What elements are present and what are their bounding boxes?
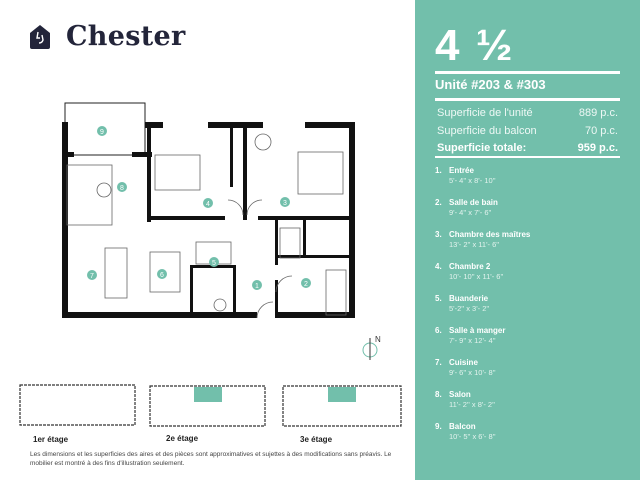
room-marker: 4	[206, 201, 210, 208]
compass-label: N	[375, 335, 381, 344]
building-keyplans	[19, 384, 402, 427]
compass-icon: N	[362, 335, 381, 360]
room-marker: 6	[160, 272, 164, 279]
room-marker: 8	[120, 185, 124, 192]
unit-info-panel: 4 ½ Unité #203 & #303 Superficie de l'un…	[415, 0, 640, 480]
unit-title: Unité #203 & #303	[435, 77, 546, 92]
room-markers: 1 2 3 4 5 6 7 8 9	[87, 126, 311, 290]
brand-name: Chester	[66, 21, 186, 52]
room-marker: 2	[304, 281, 308, 288]
floor-label-2: 2e étage	[166, 434, 199, 443]
furniture	[66, 133, 347, 319]
room-marker: 5	[212, 260, 216, 267]
floor-label-1: 1er étage	[33, 435, 69, 444]
unit-highlight-3	[328, 387, 356, 402]
disclaimer: Les dimensions et les superficies des ai…	[30, 451, 392, 467]
floor-plan: 1 2 3 4 5 6 7 8 9 N	[19, 102, 402, 427]
house-logo-icon	[30, 24, 50, 49]
divider	[435, 98, 620, 101]
unit-highlight-2	[194, 387, 222, 402]
room-marker: 7	[90, 273, 94, 280]
area-total-row: Superficie totale:959 p.c.	[435, 140, 620, 158]
floor-label-3: 3e étage	[300, 435, 333, 444]
room-marker: 9	[100, 129, 104, 136]
brand-logo: Chester	[28, 21, 185, 52]
room-marker: 3	[283, 200, 287, 207]
walls	[62, 122, 355, 318]
room-marker: 1	[255, 283, 259, 290]
divider	[435, 71, 620, 74]
room-count: 4 ½	[435, 21, 515, 70]
